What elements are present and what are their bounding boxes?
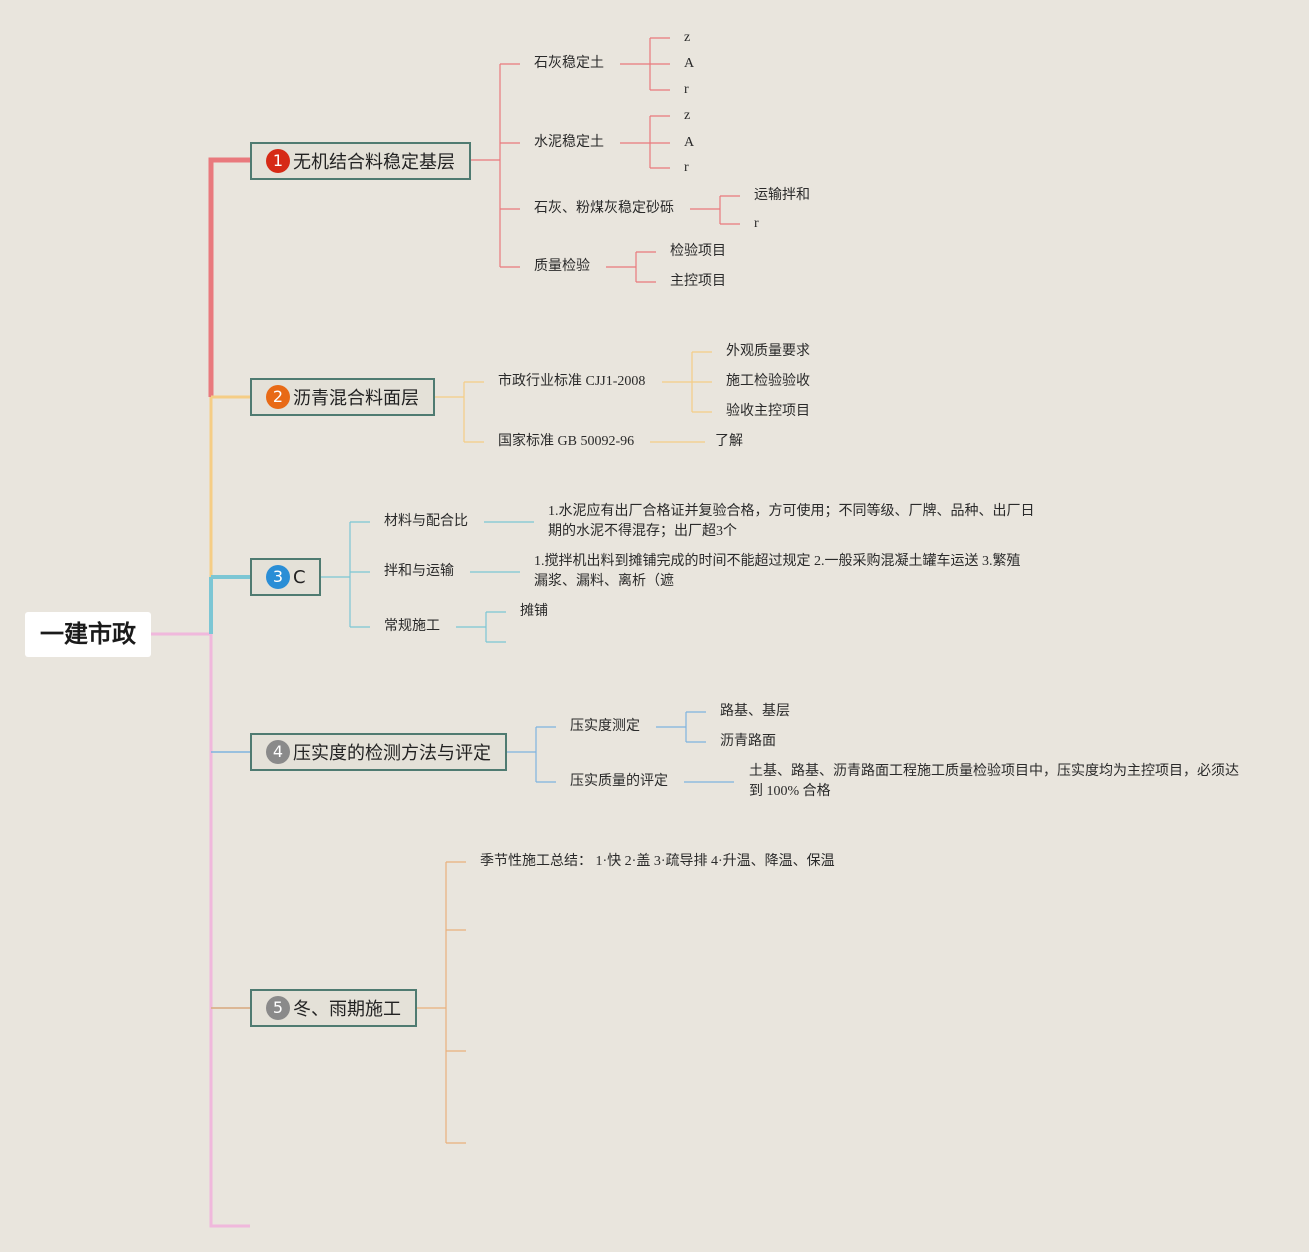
leaf-text[interactable]: A: [684, 135, 695, 150]
branch-1-label: 无机结合料稳定基层: [293, 152, 455, 173]
leaf-text[interactable]: 1.水泥应有出厂合格证并复验合格，方可使用；不同等级、厂牌、品种、出厂日期的水泥…: [548, 504, 1035, 539]
leaf-text[interactable]: A: [684, 56, 695, 71]
leaf-text[interactable]: 检验项目: [670, 244, 726, 259]
branch-3-label: C: [293, 566, 306, 588]
subtopic-compaction-test[interactable]: 压实度测定: [570, 719, 640, 734]
branch-5-topic[interactable]: 5 冬、雨期施工: [250, 989, 417, 1027]
leaf-text[interactable]: 土基、路基、沥青路面工程施工质量检验项目中，压实度均为主控项目，必须达到 100…: [749, 764, 1239, 799]
number-2-badge: 2: [266, 385, 290, 409]
leaf-text[interactable]: r: [684, 160, 689, 175]
leaf-text[interactable]: 沥青路面: [720, 734, 776, 749]
subtopic-compaction-evaluation[interactable]: 压实质量的评定: [570, 774, 668, 789]
leaf-text[interactable]: 摊铺: [520, 604, 548, 619]
number-1-badge: 1: [266, 149, 290, 173]
subtopic-quality-inspection[interactable]: 质量检验: [534, 259, 590, 274]
subtopic-routine-construction[interactable]: 常规施工: [384, 619, 440, 634]
subtopic-national-standard[interactable]: 国家标准 GB 50092-96: [498, 434, 635, 449]
subtopic-cement-soil[interactable]: 水泥稳定土: [534, 135, 604, 150]
leaf-text[interactable]: 主控项目: [670, 274, 726, 289]
leaf-text[interactable]: r: [684, 82, 689, 97]
branch-4-label: 压实度的检测方法与评定: [293, 743, 491, 764]
branch-5-label: 冬、雨期施工: [293, 999, 401, 1020]
subtopic-materials-mix[interactable]: 材料与配合比: [384, 514, 468, 529]
branch-3-topic[interactable]: 3 C: [250, 558, 321, 596]
leaf-text[interactable]: 运输拌和: [754, 188, 810, 203]
subtopic-seasonal-summary[interactable]: 季节性施工总结： 1·快 2·盖 3·疏导排 4·升温、降温、保温: [480, 854, 835, 869]
leaf-text[interactable]: 施工检验验收: [726, 374, 810, 389]
subtopic-mixing-transport[interactable]: 拌和与运输: [384, 564, 454, 579]
leaf-text[interactable]: 验收主控项目: [726, 404, 810, 419]
leaf-text[interactable]: 了解: [715, 434, 743, 449]
leaf-text[interactable]: r: [754, 216, 759, 231]
leaf-text[interactable]: z: [684, 30, 691, 45]
subtopic-lime-soil[interactable]: 石灰稳定土: [534, 56, 604, 71]
branch-2-label: 沥青混合料面层: [293, 388, 419, 409]
leaf-text[interactable]: 路基、基层: [720, 704, 790, 719]
number-5-badge: 5: [266, 996, 290, 1020]
branch-1-topic[interactable]: 1 无机结合料稳定基层: [250, 142, 471, 180]
root-topic[interactable]: 一建市政: [25, 612, 151, 657]
leaf-text[interactable]: 1.搅拌机出料到摊铺完成的时间不能超过规定 2.一般采购混凝土罐车运送 3.繁殖…: [534, 554, 1021, 589]
branch-4-topic[interactable]: 4 压实度的检测方法与评定: [250, 733, 507, 771]
leaf-text[interactable]: 外观质量要求: [726, 344, 810, 359]
branch-2-topic[interactable]: 2 沥青混合料面层: [250, 378, 435, 416]
leaf-text[interactable]: z: [684, 108, 691, 123]
number-3-badge: 3: [266, 565, 290, 589]
number-4-badge: 4: [266, 740, 290, 764]
subtopic-municipal-standard[interactable]: 市政行业标准 CJJ1-2008: [498, 374, 646, 389]
subtopic-lime-flyash-gravel[interactable]: 石灰、粉煤灰稳定砂砾: [534, 201, 674, 216]
